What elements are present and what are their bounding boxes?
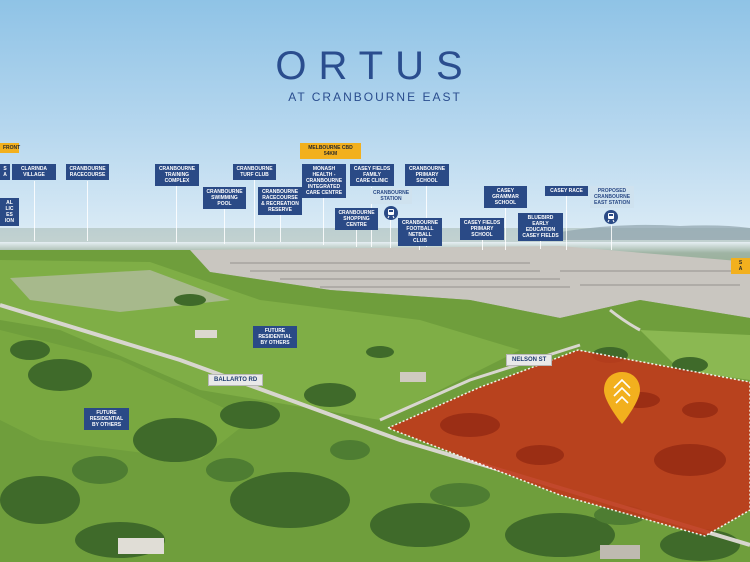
label-stem (87, 181, 88, 241)
label-racecourse-recreation-reserve: CRANBOURNE RACECOURSE & RECREATION RESER… (258, 187, 302, 215)
train-icon (604, 210, 618, 224)
brand-subtitle: AT CRANBOURNE EAST (288, 90, 462, 104)
label-stem (566, 195, 567, 250)
label-stem (390, 220, 391, 248)
label-melbourne-cbd: MELBOURNE CBD 54KM (300, 143, 361, 159)
label-cranbourne-training-complex: CRANBOURNE TRAINING COMPLEX (155, 164, 199, 186)
label-stem (280, 212, 281, 242)
label-bluebird-early-education: BLUEBIRD EARLY EDUCATION CASEY FIELDS (518, 213, 563, 241)
label-stem (356, 229, 357, 247)
location-pin-icon (604, 372, 640, 424)
road-tag-nelson-st: NELSON ST (506, 354, 553, 366)
label-casey-fields-care-clinic: CASEY FIELDS FAMILY CARE CLINIC (350, 164, 394, 186)
label-front: FRONT (0, 143, 20, 153)
label-stem (176, 185, 177, 243)
label-stem (224, 208, 225, 244)
label-future-residential-1: FUTURE RESIDENTIAL BY OTHERS (253, 326, 297, 348)
label-casey-grammar-school: CASEY GRAMMAR SCHOOL (484, 186, 527, 208)
label-cranbourne-shopping-centre: CRANBOURNE SHOPPING CENTRE (335, 208, 378, 230)
label-cranbourne-primary-school: CRANBOURNE PRIMARY SCHOOL (405, 164, 449, 186)
label-stem (505, 207, 506, 250)
label-cranbourne-station: CRANBOURNE STATION (370, 188, 412, 204)
label-stem (426, 185, 427, 247)
label-stem (34, 181, 35, 241)
label-cut-right: S A (731, 258, 750, 274)
label-stem (611, 225, 612, 250)
label-stem (254, 180, 255, 242)
label-casey-fields-primary-school: CASEY FIELDS PRIMARY SCHOOL (460, 218, 504, 240)
label-clarinda-village: CLARINDA VILLAGE (12, 164, 56, 180)
label-stem (323, 195, 324, 245)
label-cranbourne-racecourse: CRANBOURNE RACECOURSE (66, 164, 109, 180)
label-stem (540, 241, 541, 249)
label-football-netball-club: CRANBOURNE FOOTBALL NETBALL CLUB (398, 218, 442, 246)
label-casey-race: CASEY RACE (545, 186, 588, 196)
label-future-residential-2: FUTURE RESIDENTIAL BY OTHERS (84, 408, 129, 430)
label-cranbourne-turf-club: CRANBOURNE TURF CLUB (233, 164, 276, 180)
brand-title: ORTUS (275, 44, 475, 88)
label-proposed-station: PROPOSED CRANBOURNE EAST STATION (590, 186, 634, 208)
label-stem (482, 240, 483, 250)
label-cranbourne-swimming-pool: CRANBOURNE SWIMMING POOL (203, 187, 246, 209)
road-tag-ballarto-rd: BALLARTO RD (208, 374, 264, 386)
label-monash-health: MONASH HEALTH - CRANBOURNE INTEGRATED CA… (302, 164, 346, 198)
label-cut-left-top: S A (0, 164, 10, 180)
train-icon (384, 206, 398, 220)
label-cut-left: AL LIC ES ION (0, 198, 19, 226)
